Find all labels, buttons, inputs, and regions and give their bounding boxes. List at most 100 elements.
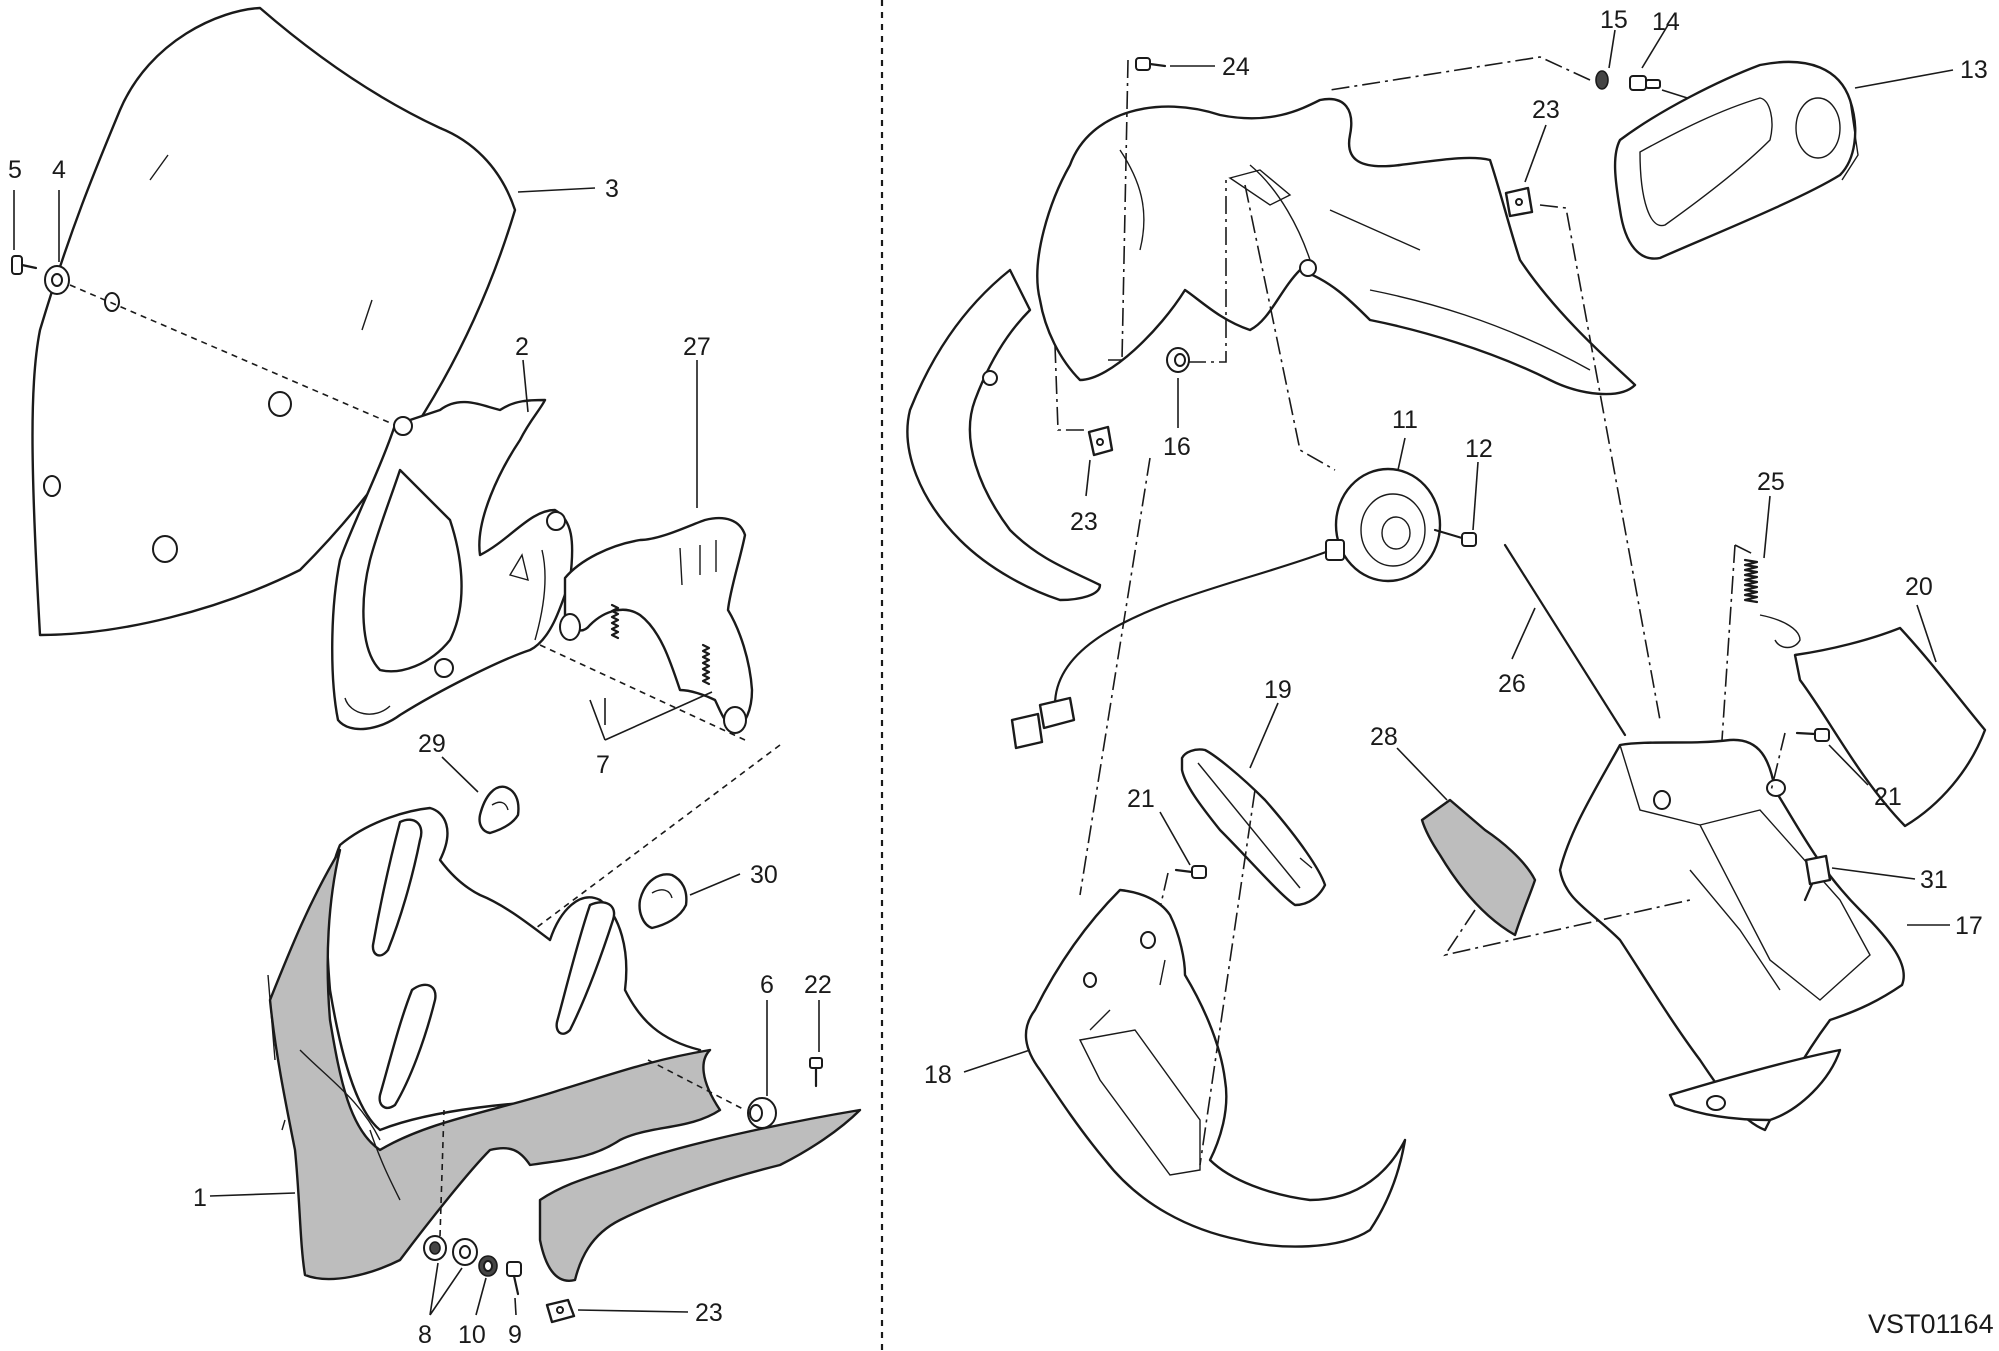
leader-12 [1472,461,1479,531]
upper-inner-fairing-part [906,97,1637,602]
assembly-line-14 [1329,56,1591,91]
tension-springs-part [610,603,711,686]
callout-19: 19 [1264,676,1292,704]
clip-nut-23-part [545,1298,576,1324]
front-fairing-part [267,806,862,1282]
leader-25 [1763,495,1771,559]
callout-8: 8 [418,1321,432,1349]
assembly-line-21-right [1769,732,1786,796]
leader-21-left [1159,811,1191,866]
small-cover-19-part [1180,748,1327,907]
leader-23-bottom [577,1309,689,1313]
callout-31: 31 [1920,866,1948,894]
callout-12: 12 [1465,435,1493,463]
leader-23-mid [1085,459,1091,497]
callout-16: 16 [1163,433,1191,461]
clip-29-part [478,785,520,835]
leader-29 [441,756,479,793]
leader-21-right [1828,744,1869,786]
screw-21-right-part [1795,728,1830,742]
assembly-line-windshield [69,284,396,426]
washers-8-part [423,1235,478,1266]
callout-30: 30 [750,861,778,889]
clip-30-part [638,873,688,930]
callout-21-left: 21 [1127,785,1155,813]
cable-rod-part [1503,543,1627,737]
leader-15 [1608,29,1616,69]
screw-14-part [1629,75,1661,91]
screw-12-part [1433,528,1477,547]
screw-21-left-part [1174,865,1207,879]
leader-31 [1831,867,1916,880]
assembly-line-28 [1443,899,1691,957]
assembly-line-24 [1108,59,1129,361]
screw-24-part [1135,57,1167,71]
callout-23-mid: 23 [1070,508,1098,536]
callout-11: 11 [1392,406,1418,434]
callout-15: 15 [1600,6,1628,34]
callout-28: 28 [1370,723,1398,751]
callout-7: 7 [596,751,610,779]
assembly-line-23-top [1539,204,1661,721]
assembly-line-bracket [539,644,746,741]
leader-11 [1397,437,1406,471]
assembly-line-16 [1188,180,1227,363]
drawing-code: VST01164 [1868,1309,1994,1339]
side-panel-20-part [1793,626,1987,828]
callout-10: 10 [458,1321,486,1349]
leader-1 [209,1192,296,1197]
assembly-line-23-mid [1054,344,1085,431]
grommet-16-part [1166,347,1190,373]
callout-23-top: 23 [1532,96,1560,124]
clip-nut-23-top-part [1504,186,1534,218]
nut-10-part [478,1255,498,1277]
leader-19 [1249,702,1279,769]
callout-13: 13 [1960,56,1988,84]
callout-23-bottom: 23 [695,1299,723,1327]
leader-30 [689,873,741,896]
callout-26: 26 [1498,670,1526,698]
windshield-bracket-part [331,398,574,731]
support-plate-part [559,516,754,734]
leader-18 [963,1049,1031,1073]
callout-6: 6 [760,971,774,999]
callout-22: 22 [804,971,832,999]
leader-10 [475,1277,487,1316]
assembly-line-18a [1079,457,1151,896]
callout-14: 14 [1652,8,1680,36]
callout-1: 1 [193,1184,207,1212]
leader-8 [429,1262,463,1316]
assembly-line-18b [1199,789,1256,1166]
lower-inner-panel-17-part [1558,738,1905,1132]
callout-21-right: 21 [1874,783,1902,811]
windshield-screw-part [11,255,38,275]
callout-3: 3 [605,175,619,203]
callout-4: 4 [52,156,66,184]
callout-9: 9 [508,1321,522,1349]
clip-nut-23-mid-part [1087,425,1114,457]
screw-9-part [506,1261,522,1296]
round-socket-part [1010,467,1442,750]
assembly-line-grommet [647,1059,746,1111]
connector-31-part [1803,854,1832,902]
leader-28 [1396,747,1448,801]
callout-18: 18 [924,1061,952,1089]
callout-27: 27 [683,333,711,361]
lower-inner-panel-18-part [1024,888,1407,1248]
spring-25-part [1743,558,1801,649]
insulation-plate-28-part [1420,798,1537,937]
callout-2: 2 [515,333,529,361]
windshield-part [31,6,517,637]
leader-26 [1511,607,1536,660]
washer-15-part [1595,70,1609,90]
leader-2 [522,359,529,413]
leader-13 [1854,69,1954,89]
leader-20 [1916,604,1937,663]
callout-24: 24 [1222,53,1250,81]
instrument-cluster-part [1613,60,1859,260]
callout-25: 25 [1757,468,1785,496]
callout-17: 17 [1955,912,1983,940]
leader-23-top [1524,124,1547,183]
callout-20: 20 [1905,573,1933,601]
